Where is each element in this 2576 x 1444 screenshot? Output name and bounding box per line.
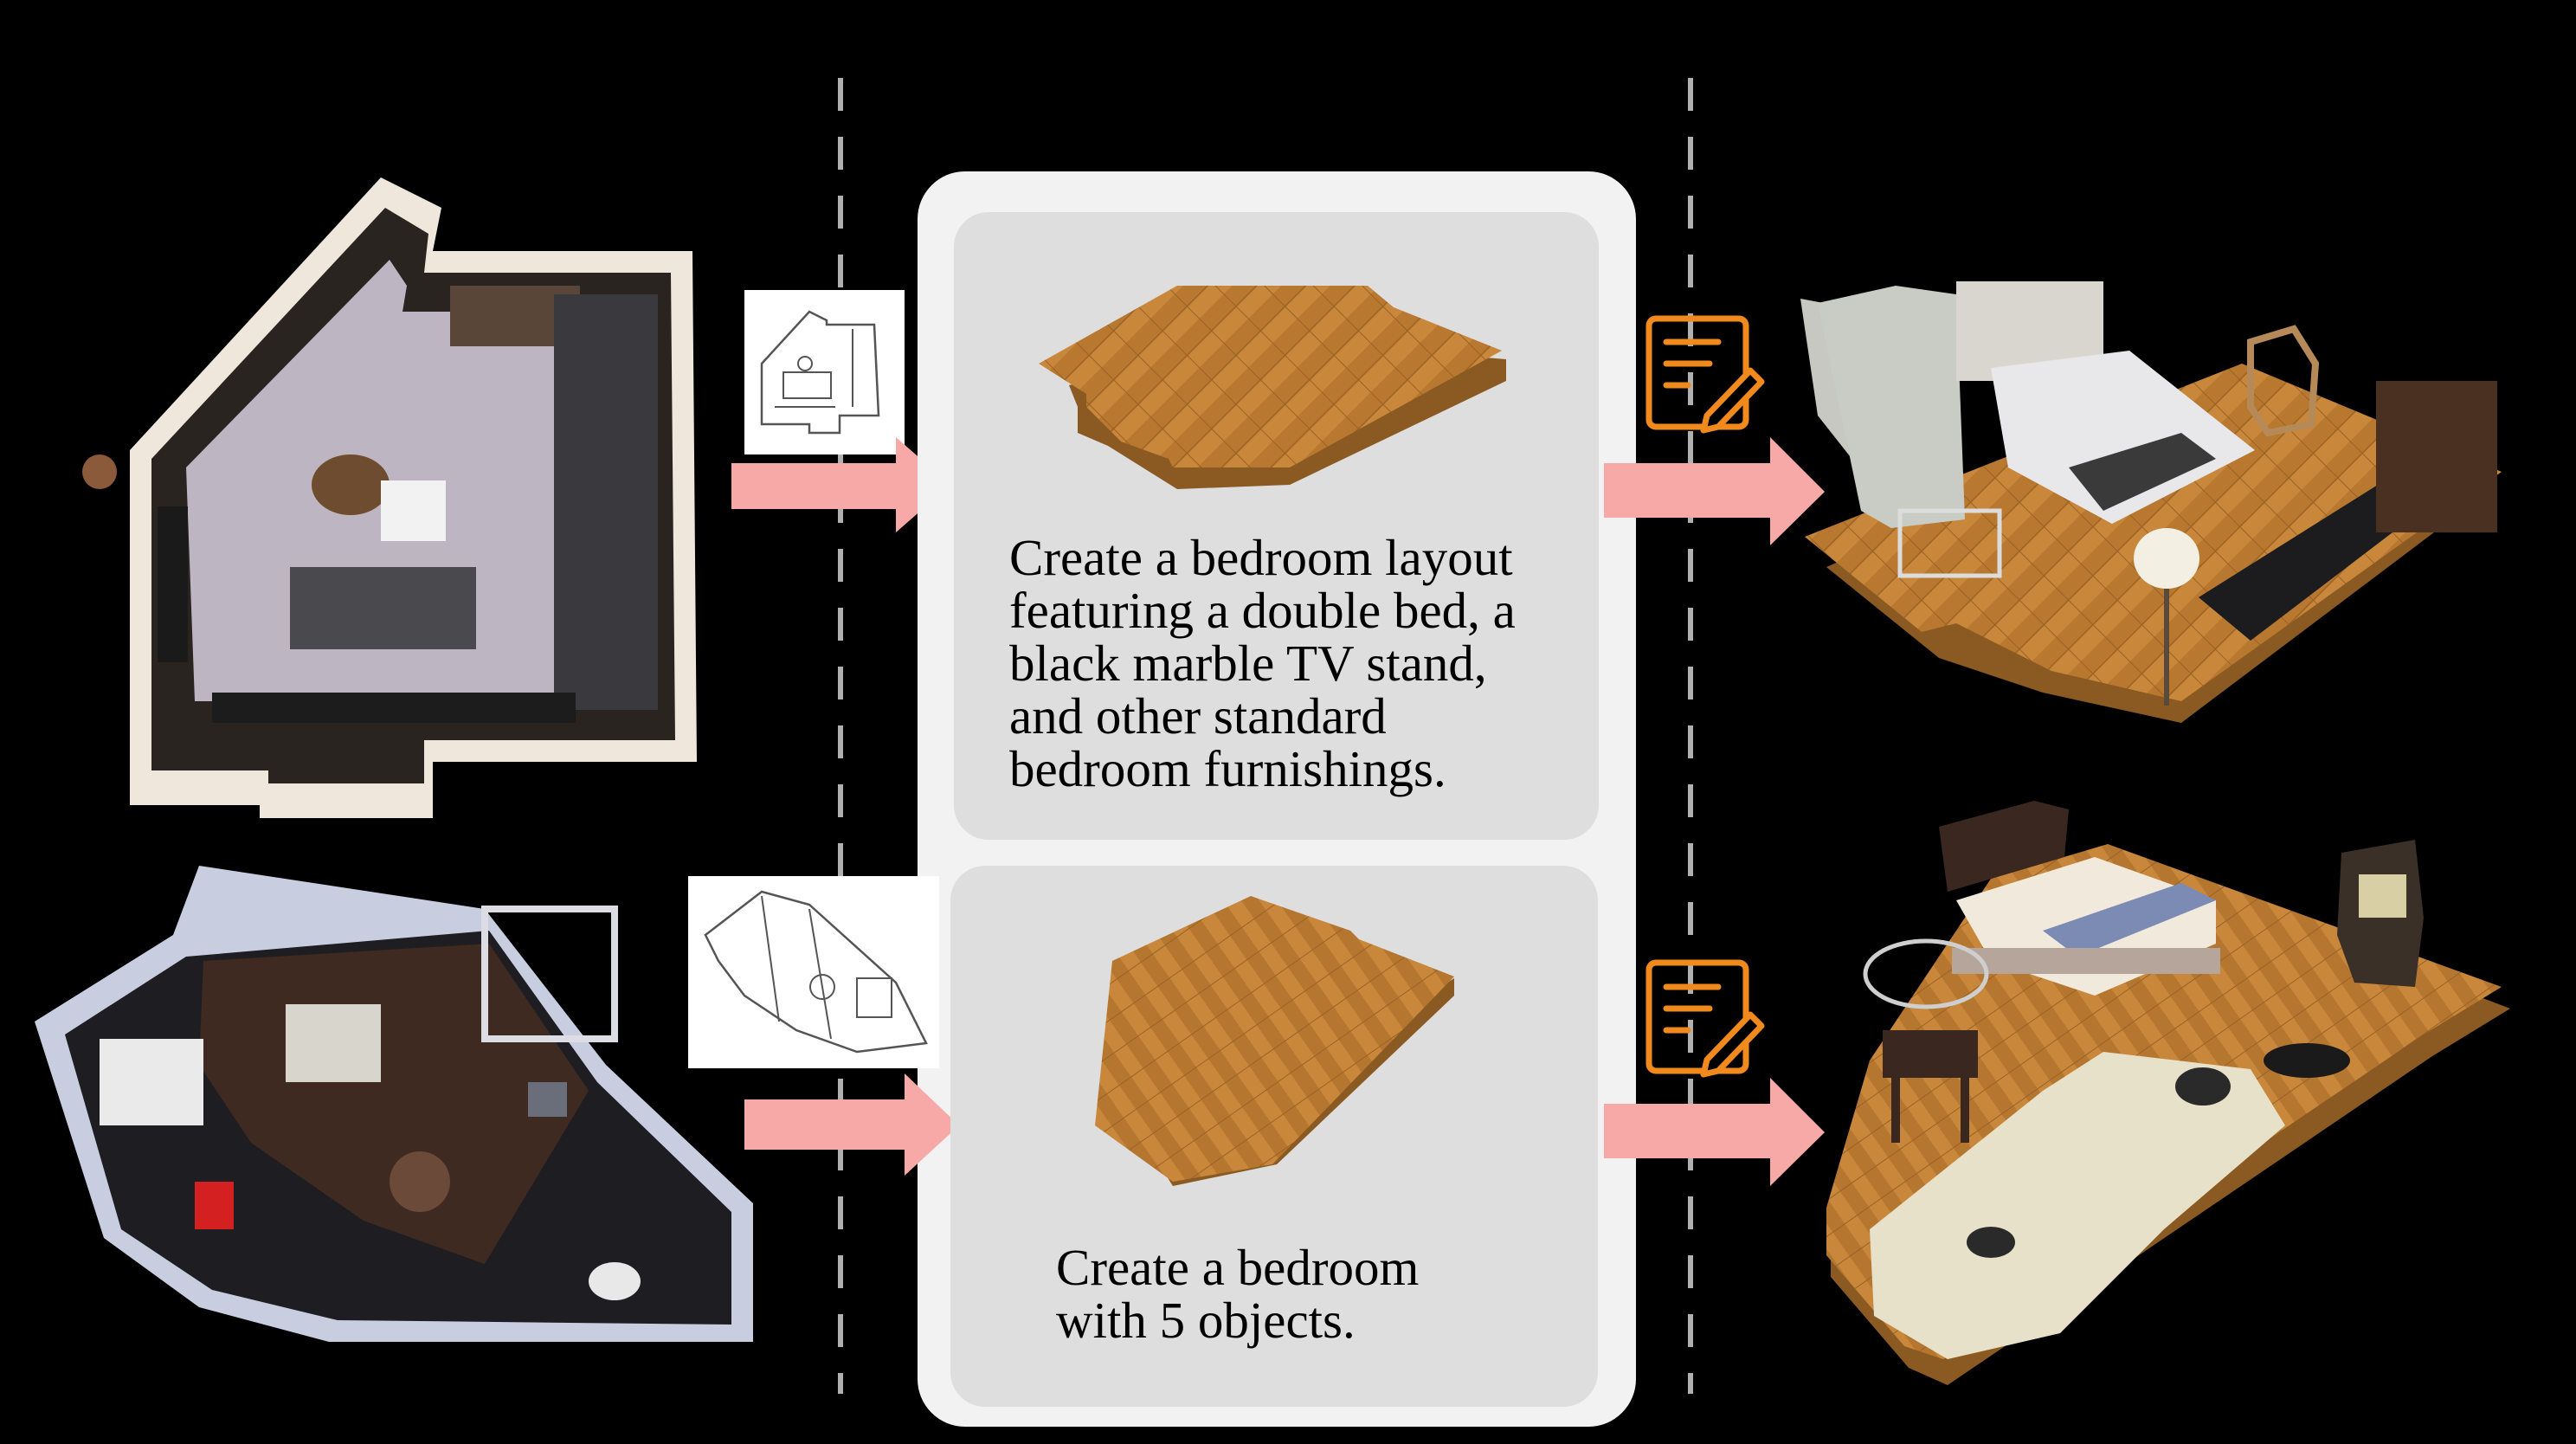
tv-wall — [528, 1082, 567, 1117]
rug-strip — [212, 693, 576, 723]
bed-runner — [2069, 433, 2216, 511]
floor-lamp-shade — [2134, 528, 2199, 589]
kitchen-wall — [100, 1039, 203, 1125]
apartment-3d-render-image — [35, 866, 753, 1342]
note-edit-icon — [1645, 959, 1765, 1078]
side-table — [1897, 508, 2002, 578]
empty-floor-3d-bottom — [1095, 896, 1454, 1186]
floorplan-sketch-image — [744, 290, 905, 454]
window-frame — [481, 906, 618, 1042]
arrow-right-icon — [1604, 437, 1825, 545]
cabinet — [2376, 381, 2497, 532]
sofa-block — [290, 567, 476, 649]
dark-wall-unit — [554, 294, 658, 710]
bed — [1991, 351, 2255, 524]
sofa-pillow — [1967, 1227, 2015, 1258]
red-appliance — [195, 1182, 234, 1229]
partition-panel — [1818, 286, 1965, 528]
arrow-right-icon — [744, 1073, 959, 1176]
empty-floor-3d-top — [1039, 286, 1506, 489]
round-table — [312, 454, 390, 515]
bed-inner — [286, 1004, 381, 1082]
furnished-bedroom-3d-render — [1800, 281, 2502, 723]
chandelier — [1863, 938, 1989, 1009]
bedroom-with-sofa-3d-render — [1826, 801, 2510, 1385]
prompt-text-row-1: Create a bedroom layout featuring a doub… — [1009, 529, 1516, 797]
floorplan-sketch-image — [688, 876, 939, 1068]
arrow-right-icon — [1604, 1078, 1825, 1186]
floorplan-render-image — [82, 177, 697, 818]
bathroom-fixture — [589, 1262, 641, 1300]
arrow-right-icon — [731, 437, 950, 532]
side-table — [1883, 1030, 1978, 1078]
plant — [82, 454, 117, 489]
tv-stand — [2199, 480, 2432, 641]
chair-cushion — [2359, 874, 2406, 918]
sofa — [1870, 1052, 2285, 1359]
round-table — [2264, 1043, 2350, 1078]
prompt-text-row-2: Create a bedroom with 5 objects. — [1056, 1239, 1420, 1349]
side-table — [158, 506, 188, 662]
white-cabinet — [381, 480, 446, 541]
sofa-pillow — [2175, 1067, 2231, 1106]
dining-table — [390, 1151, 450, 1212]
chair — [2247, 325, 2320, 437]
rug — [1952, 948, 2220, 974]
bed-stripes — [2043, 883, 2216, 957]
headboard — [1939, 801, 2069, 892]
note-edit-icon — [1645, 315, 1765, 434]
